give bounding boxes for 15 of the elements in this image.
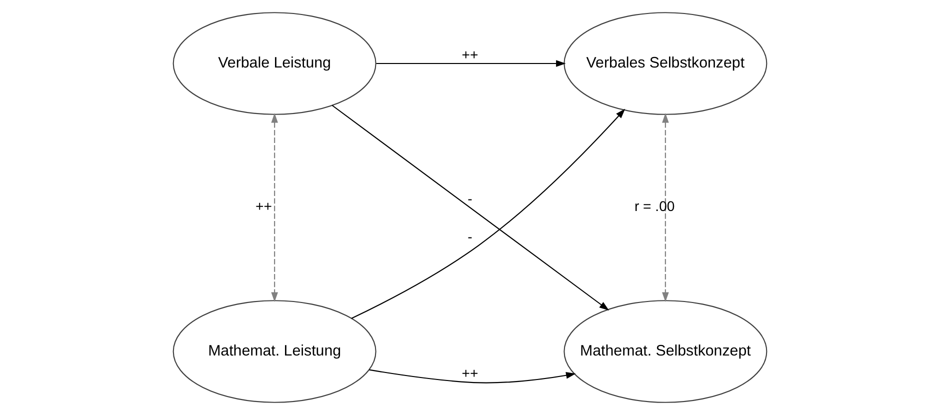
arrow: [369, 369, 576, 384]
edge-label: -: [468, 228, 472, 244]
arrow: [351, 108, 626, 319]
node-ellipse: Mathemat. Leistung: [172, 300, 376, 403]
node-ellipse: Verbale Leistung: [172, 12, 376, 115]
node-ellipse: Verbales Selbstkonzept: [564, 12, 768, 115]
edge-label: ++: [462, 364, 478, 381]
edge-label: -: [468, 190, 472, 207]
arrow: [271, 113, 278, 302]
edge-label: ++: [256, 198, 272, 214]
edge-label: r = .00: [634, 198, 675, 214]
arrow: [332, 104, 610, 311]
edge-label: ++: [462, 46, 478, 63]
arrow: [376, 60, 566, 67]
arrow: [662, 113, 669, 302]
